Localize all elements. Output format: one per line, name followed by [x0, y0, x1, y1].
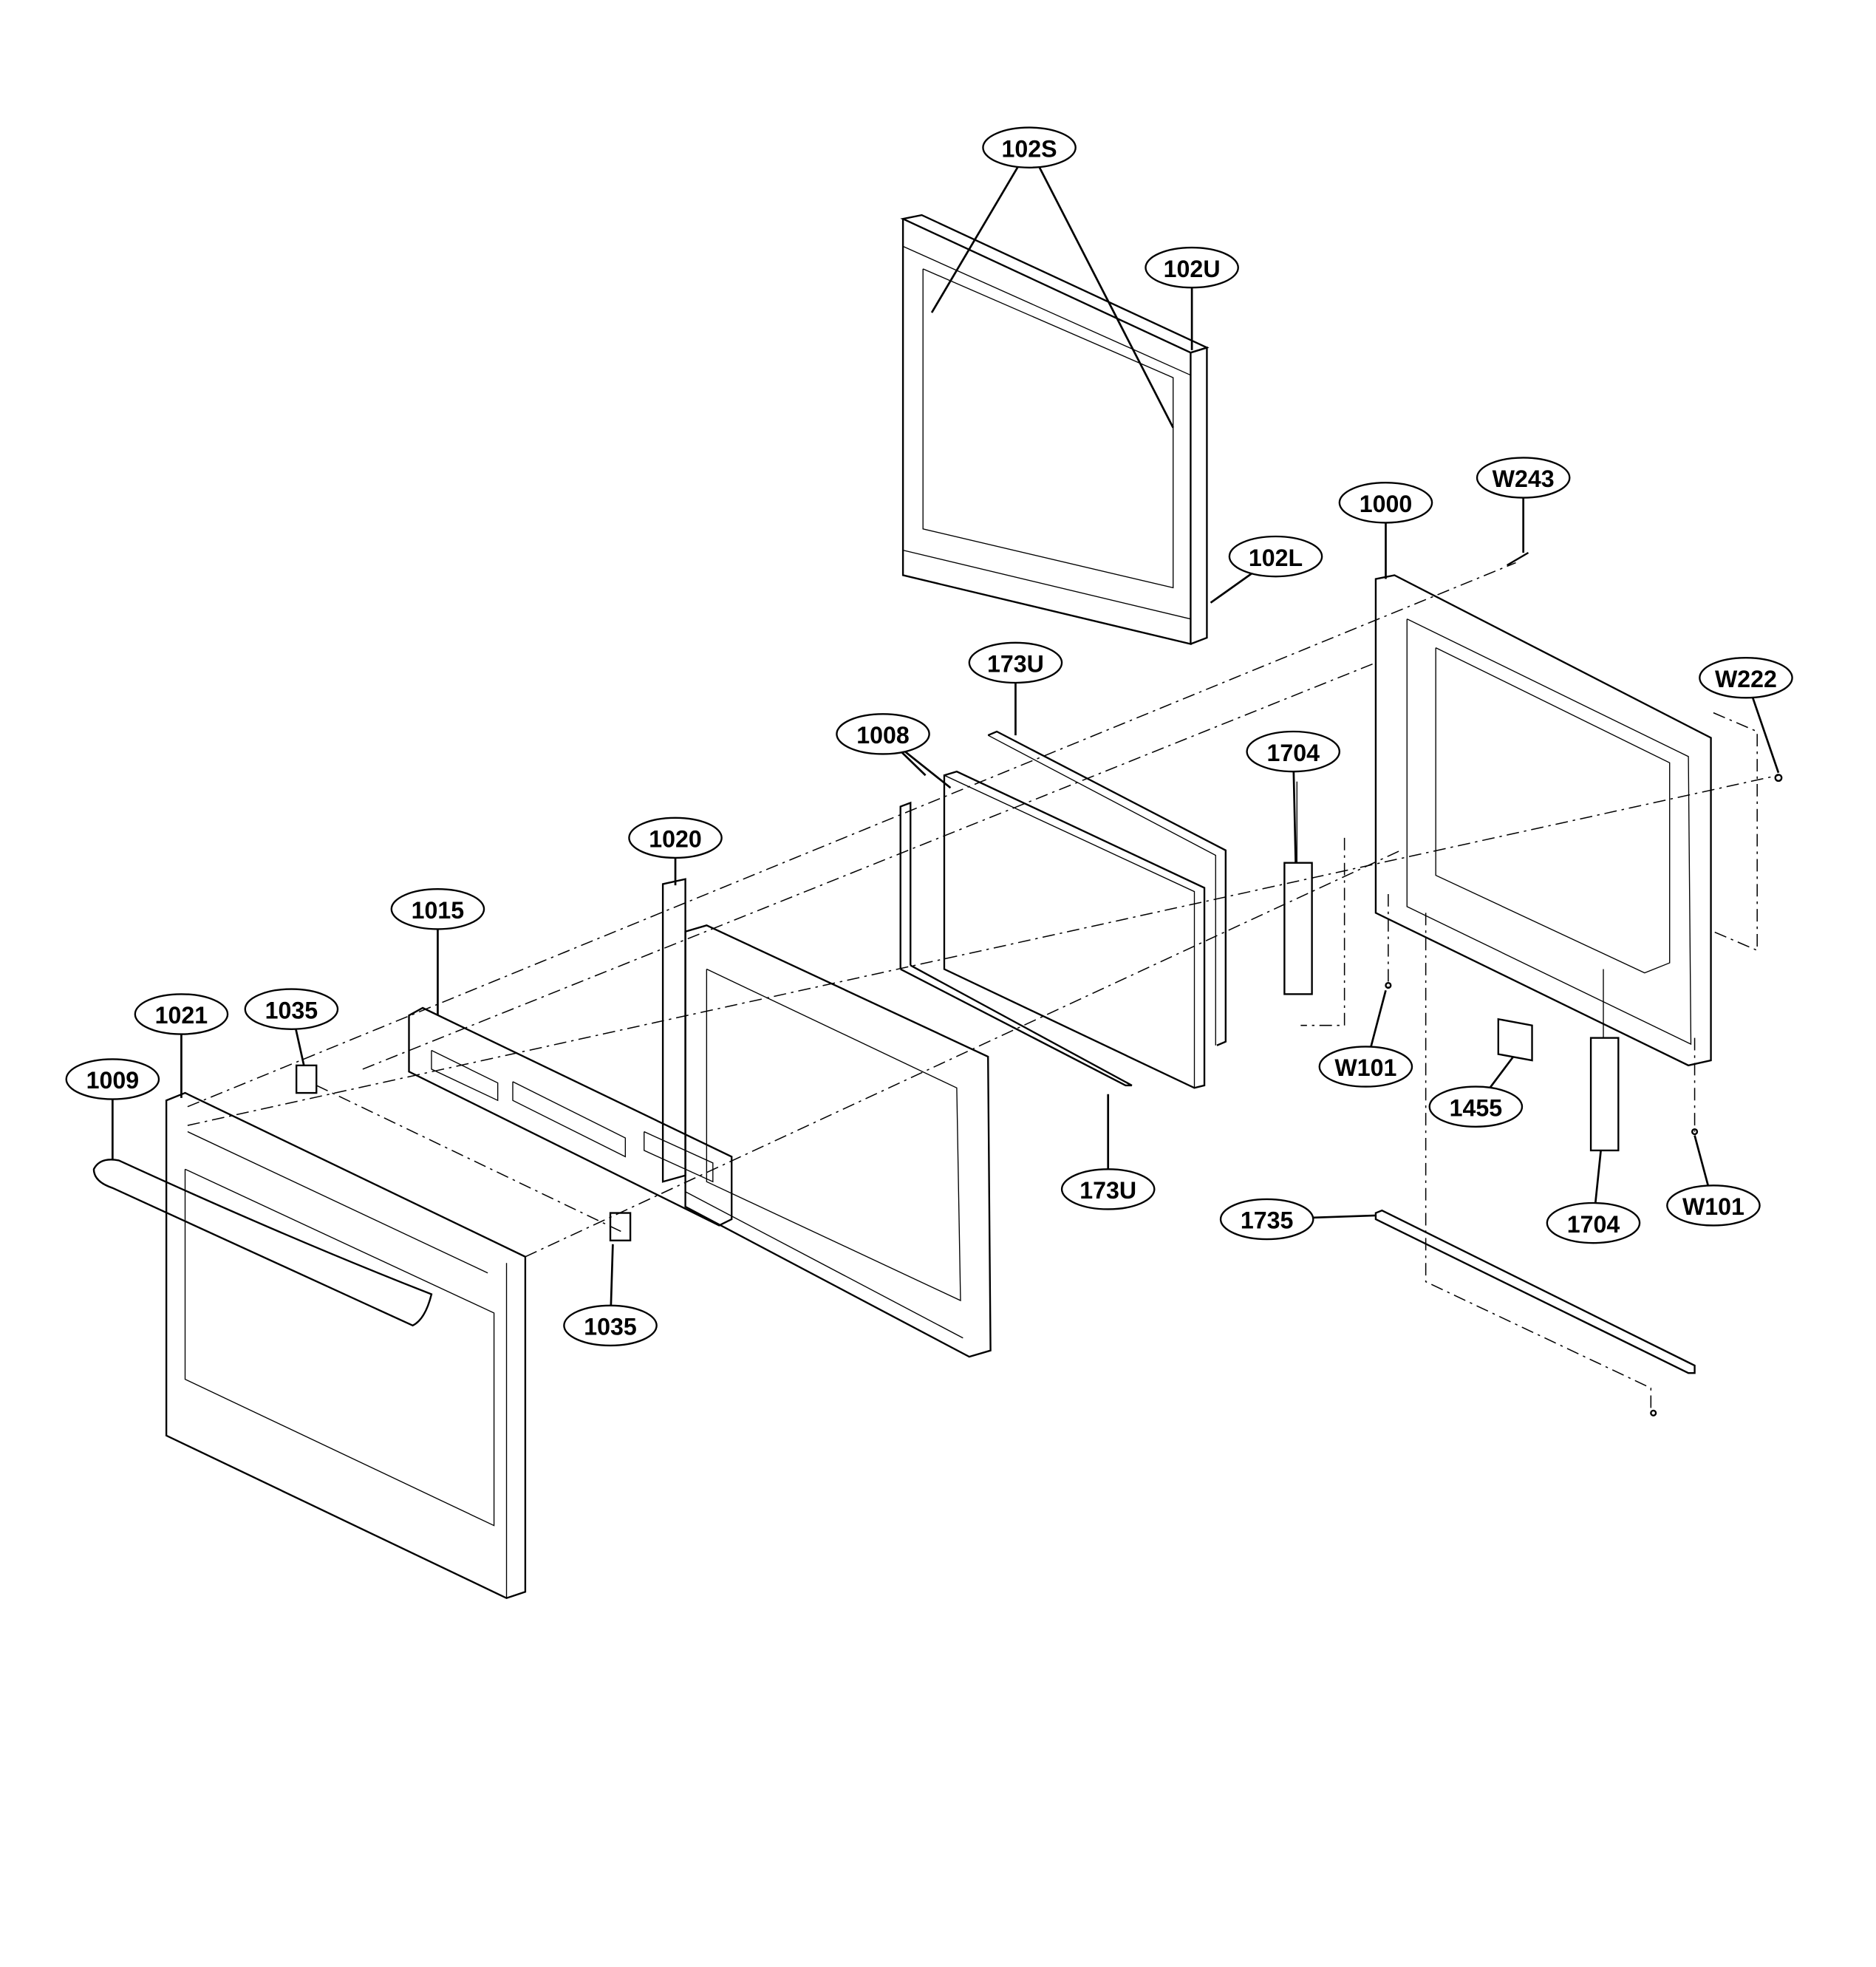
- callout-text: 102L: [1249, 545, 1303, 571]
- callout-1735: 1735: [1219, 1198, 1376, 1241]
- callout-bubble: [982, 126, 1077, 168]
- callout-bubble: [968, 641, 1063, 684]
- callout-text: 1704: [1567, 1211, 1620, 1238]
- callout-text: 1455: [1450, 1094, 1503, 1121]
- part-1008-glass: [943, 770, 1206, 1089]
- part-1035-bracket-top: [295, 1064, 318, 1094]
- callout-102s: 102S: [930, 126, 1174, 429]
- callout-text: 102S: [1002, 135, 1057, 162]
- callout-text: 173U: [1079, 1177, 1136, 1204]
- callout-1020: 1020: [628, 817, 723, 886]
- callout-bubble: [65, 1058, 160, 1100]
- callout-text: 1035: [265, 997, 318, 1023]
- callout-w222: W222: [1699, 656, 1793, 774]
- leader-line: [1028, 147, 1174, 429]
- callout-102l: 102L: [1210, 535, 1323, 604]
- callout-text: 102U: [1164, 256, 1221, 282]
- callout-w243: W243: [1476, 457, 1571, 553]
- callout-text: 1704: [1266, 740, 1320, 766]
- callout-bubble: [244, 988, 339, 1030]
- callout-text: 173U: [987, 651, 1044, 678]
- callout-173u-bottom: 173U: [1060, 1094, 1156, 1210]
- part-inner-door-panel: [1374, 574, 1712, 1067]
- part-173u-seal-top: [987, 730, 1227, 1046]
- part-1704-hinge-right: [1589, 969, 1620, 1152]
- leader-line: [930, 147, 1031, 313]
- callout-text: 1015: [412, 897, 465, 924]
- callout-text: 1008: [856, 722, 910, 749]
- callout-1704-bottom: 1704: [1546, 1150, 1641, 1244]
- callout-text: W222: [1715, 666, 1777, 692]
- callout-bubble: [1699, 656, 1793, 699]
- part-door-trim-frame: [900, 214, 1210, 646]
- callout-text: W101: [1682, 1193, 1744, 1220]
- callout-bubble: [563, 1304, 658, 1347]
- callout-w101-left: W101: [1318, 989, 1413, 1088]
- part-1455-bracket: [1497, 1017, 1533, 1062]
- callout-bubble: [1428, 1085, 1524, 1128]
- assembly-lines: [187, 562, 1779, 1414]
- callout-w101-right: W101: [1666, 1135, 1761, 1227]
- part-1735-rail: [1374, 1209, 1696, 1374]
- part-173u-seal-bottom: [899, 801, 1133, 1087]
- callout-bubble: [1546, 1201, 1641, 1244]
- callout-1015: 1015: [390, 888, 485, 1016]
- callout-bubble: [1228, 535, 1323, 578]
- callout-bubble: [1318, 1046, 1413, 1088]
- part-1015-vent-duct: [408, 1006, 733, 1227]
- callout-1455: 1455: [1428, 1056, 1524, 1128]
- part-1009-handle: [92, 1159, 433, 1327]
- callout-bubble: [390, 888, 485, 930]
- callout-1035-top: 1035: [244, 988, 339, 1066]
- callout-bubble: [628, 817, 723, 859]
- callout-text: 1735: [1241, 1207, 1294, 1234]
- callout-bubble: [1338, 482, 1433, 524]
- callout-173u-top: 173U: [968, 641, 1063, 736]
- callout-bubble: [836, 713, 930, 755]
- callout-1035-bottom: 1035: [563, 1244, 658, 1347]
- part-1035-bracket-bottom: [609, 1212, 632, 1241]
- callout-text: 1000: [1360, 491, 1413, 517]
- callout-bubble: [1060, 1168, 1156, 1210]
- callout-bubble: [1219, 1198, 1314, 1241]
- callout-1000: 1000: [1338, 482, 1433, 579]
- callout-bubble: [134, 993, 229, 1035]
- callout-1008: 1008: [836, 713, 952, 789]
- part-1020-door-frame: [661, 878, 992, 1358]
- callout-text: 1035: [584, 1314, 637, 1340]
- callout-1021: 1021: [134, 993, 229, 1098]
- callout-102u: 102U: [1145, 246, 1239, 350]
- callout-bubble: [1145, 246, 1239, 289]
- callout-bubble: [1476, 457, 1571, 499]
- callout-text: 1020: [649, 826, 702, 853]
- callout-text: W101: [1334, 1054, 1396, 1081]
- callout-bubble: [1666, 1184, 1761, 1227]
- callout-text: 1021: [155, 1002, 208, 1029]
- part-1021-outer-door: [165, 1091, 527, 1600]
- callout-text: W243: [1493, 466, 1555, 492]
- callout-bubble: [1246, 730, 1341, 773]
- part-1704-hinge-left: [1283, 781, 1313, 995]
- callout-1704-top: 1704: [1246, 730, 1341, 863]
- callout-1009: 1009: [65, 1058, 160, 1161]
- callout-text: 1009: [86, 1067, 140, 1094]
